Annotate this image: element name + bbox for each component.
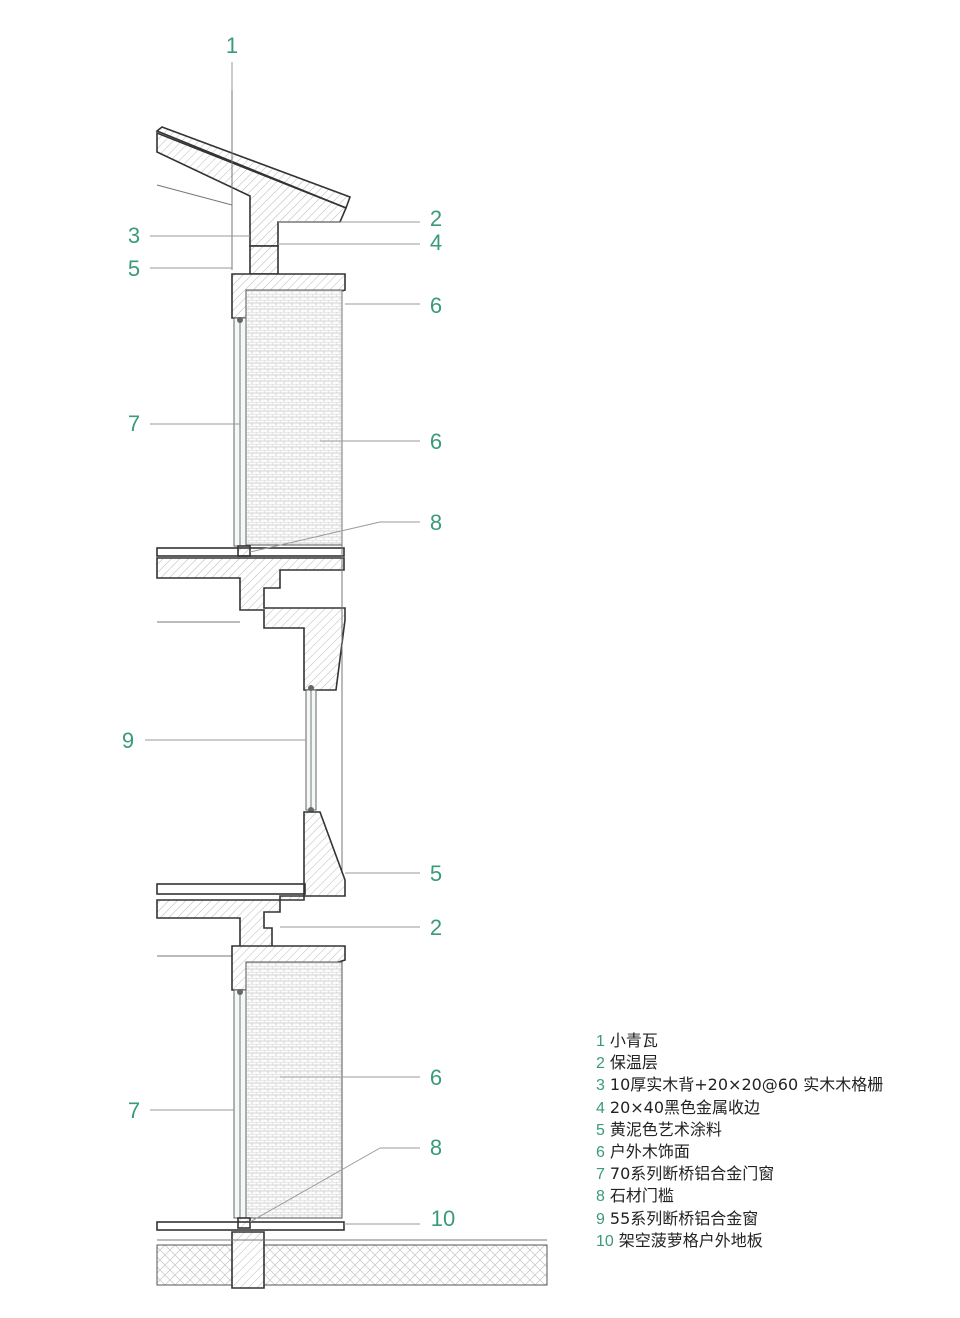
- lower-floor: [156, 811, 346, 957]
- legend-number: 5: [596, 1121, 605, 1139]
- legend-number: 7: [596, 1166, 605, 1184]
- middle-floor: [156, 547, 346, 691]
- legend-number: 3: [596, 1077, 605, 1095]
- callout-numbers: 1 2 3 4 5 6 7 6 8 9 5 2 7 6 8 10: [122, 33, 455, 1231]
- legend-label: 黄泥色艺术涂料: [609, 1119, 722, 1139]
- legend-label: 70系列断桥铝合金门窗: [609, 1164, 775, 1184]
- legend-number: 8: [596, 1188, 605, 1206]
- callout-8-upper: 8: [430, 510, 442, 535]
- callout-5-top: 5: [128, 256, 140, 281]
- callout-6-top: 6: [430, 293, 442, 318]
- callout-7-upper: 7: [128, 411, 140, 436]
- callout-9: 9: [122, 728, 134, 753]
- legend-label: 55系列断桥铝合金窗: [609, 1208, 759, 1228]
- ceiling-line: [156, 184, 233, 206]
- legend-label: 户外木饰面: [609, 1141, 690, 1161]
- legend-number: 4: [596, 1099, 605, 1117]
- legend-number: 1: [596, 1033, 605, 1050]
- window-assembly: [305, 290, 343, 880]
- window-sill: [156, 811, 346, 951]
- legend-label: 10厚实木背+20×20@60 实木木格栅: [609, 1075, 884, 1095]
- callout-1: 1: [226, 33, 238, 58]
- floor-slab-middle: [156, 557, 346, 691]
- legend-number: 10: [596, 1232, 614, 1250]
- stone-threshold-lower: [237, 1217, 251, 1229]
- roof-wall-top: [249, 245, 279, 275]
- legend-label: 20×40黑色金属收边: [609, 1097, 761, 1117]
- legend-label: 保温层: [609, 1053, 658, 1073]
- roof-assembly: [155, 90, 352, 275]
- callout-6-upper: 6: [430, 429, 442, 454]
- upper-wall: [231, 273, 346, 557]
- callout-8-lower: 8: [430, 1135, 442, 1160]
- lower-wood-panel: [245, 961, 343, 1219]
- floor-finish-upper: [156, 547, 345, 557]
- callout-7-lower: 7: [128, 1098, 140, 1123]
- callout-10: 10: [431, 1206, 455, 1231]
- lower-wall: [156, 945, 346, 1231]
- legend-number: 6: [596, 1143, 605, 1161]
- upper-wood-panel: [245, 289, 343, 546]
- callout-2-lower: 2: [430, 915, 442, 940]
- ground: [156, 1231, 548, 1289]
- callout-4: 4: [430, 230, 442, 255]
- hinge-marker: [237, 317, 243, 323]
- foundation: [231, 1231, 265, 1289]
- callout-2-roof: 2: [430, 206, 442, 231]
- legend-number: 2: [596, 1055, 605, 1073]
- leader-lines: [145, 62, 420, 1225]
- legend-label: 架空菠萝格户外地板: [618, 1230, 763, 1250]
- callout-3: 3: [128, 223, 140, 248]
- callout-5-lower: 5: [430, 861, 442, 886]
- legend-number: 9: [596, 1210, 605, 1228]
- legend-label: 小青瓦: [609, 1031, 658, 1050]
- legend-label: 石材门槛: [609, 1186, 674, 1206]
- floor-finish-middle: [156, 883, 306, 895]
- callout-6-lower: 6: [430, 1065, 442, 1090]
- ground-fill: [156, 1244, 548, 1286]
